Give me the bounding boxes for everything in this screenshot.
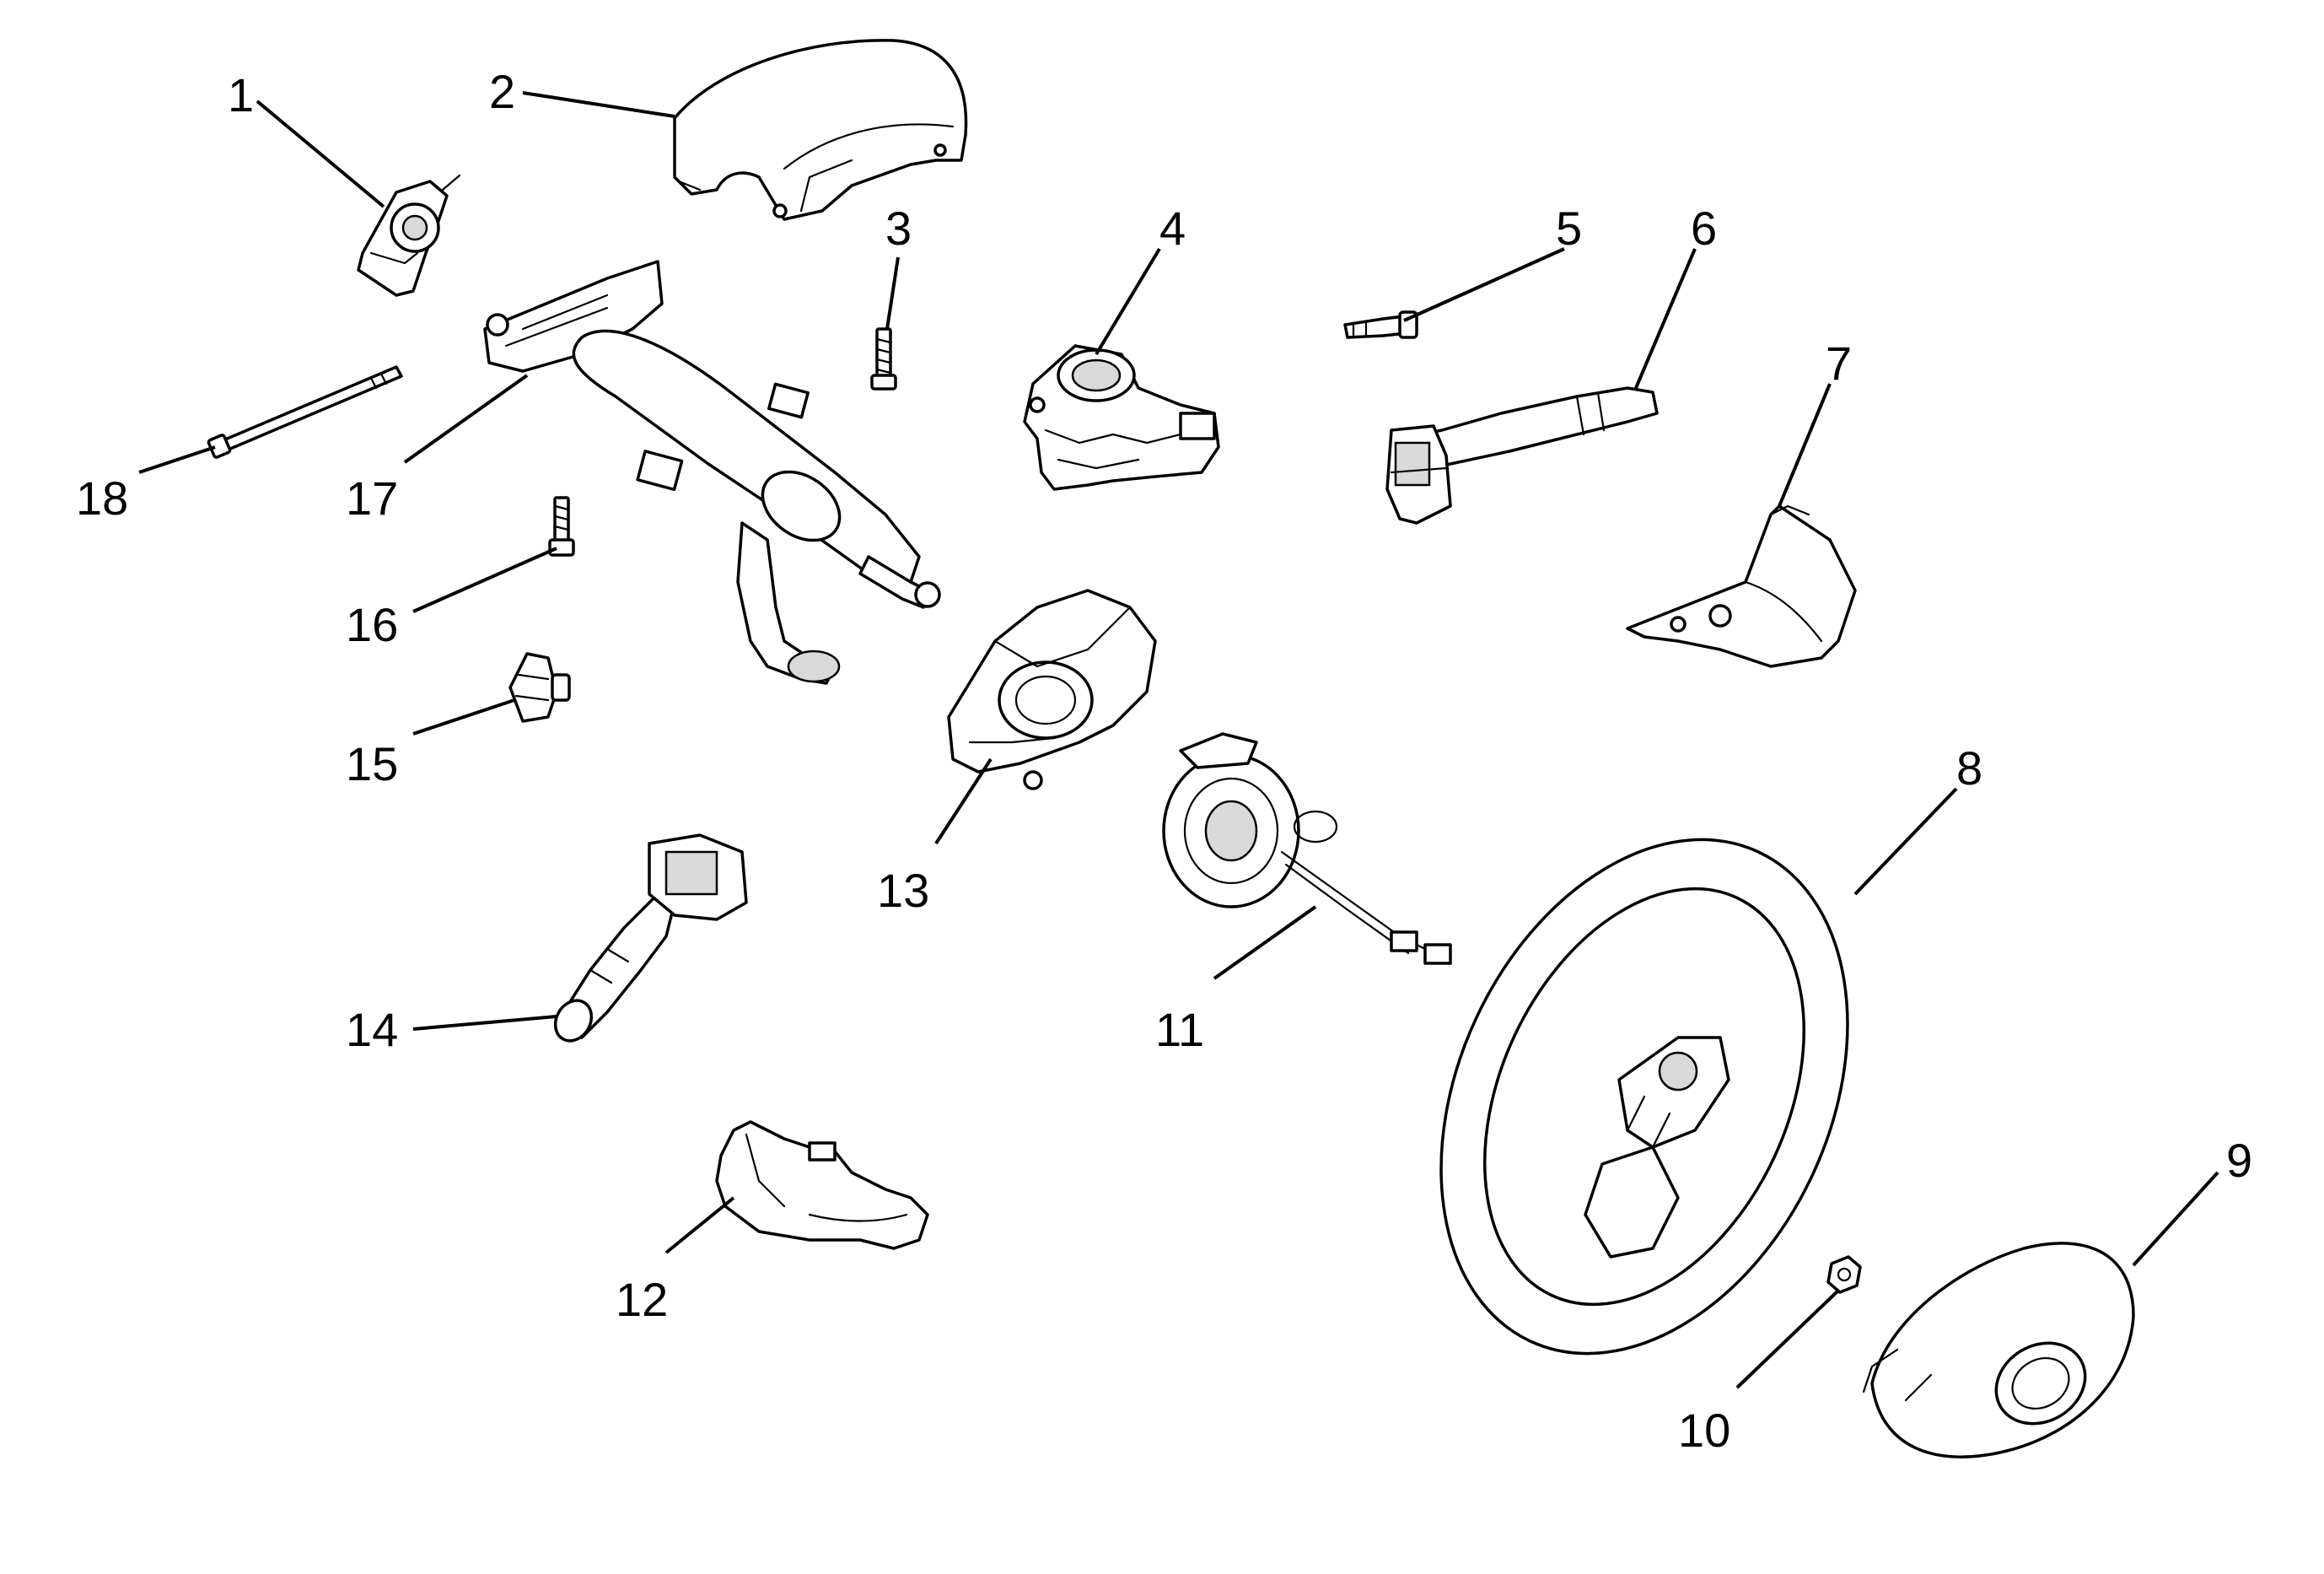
part-7-lower-trim [1626, 504, 1857, 668]
leader-lines [138, 91, 2219, 1389]
callout-11: 11 [1155, 1003, 1204, 1056]
part-9-airbag-module [1862, 1242, 2135, 1458]
leader-18 [138, 445, 216, 474]
part-4-ignition-housing [1023, 344, 1220, 491]
callout-14: 14 [346, 1003, 398, 1056]
callout-4: 4 [1159, 202, 1186, 255]
callout-15: 15 [346, 737, 398, 790]
callout-1: 1 [228, 68, 254, 121]
callout-7: 7 [1826, 337, 1852, 390]
part-1-sensor-bracket [357, 174, 461, 297]
part-18-long-bolt [207, 365, 403, 459]
part-10-nut [1826, 1255, 1862, 1294]
part-14-lever-switch [553, 833, 748, 1043]
leader-16 [412, 547, 557, 613]
leader-1 [256, 100, 385, 208]
callout-18: 18 [76, 472, 128, 525]
leader-4 [1095, 247, 1161, 356]
part-11-clock-spring [1162, 732, 1452, 965]
leader-10 [1735, 1289, 1840, 1389]
callout-numbers: 1 2 3 4 5 6 7 8 9 10 11 12 13 14 15 16 1… [76, 65, 2252, 1457]
leader-12 [664, 1196, 735, 1254]
leader-11 [1213, 905, 1317, 980]
leader-17 [403, 374, 529, 464]
leader-14 [412, 1015, 557, 1031]
callout-13: 13 [877, 864, 929, 917]
callout-3: 3 [885, 202, 912, 255]
part-6-lever-switch [1385, 386, 1659, 525]
leader-13 [934, 757, 993, 845]
callout-9: 9 [2226, 1134, 2252, 1187]
callout-17: 17 [346, 472, 398, 525]
part-17-steering-column [483, 260, 941, 685]
callout-8: 8 [1956, 741, 1982, 795]
callout-16: 16 [346, 598, 398, 651]
callout-12: 12 [616, 1273, 668, 1326]
part-12-lower-cover [715, 1120, 929, 1250]
part-13-switch-housing [947, 589, 1157, 790]
callout-2: 2 [489, 65, 515, 118]
leader-6 [1634, 248, 1697, 389]
callout-5: 5 [1556, 202, 1582, 255]
part-5-pin [1343, 310, 1418, 339]
leader-9 [2132, 1171, 2219, 1267]
leader-15 [412, 698, 515, 736]
leader-3 [885, 256, 900, 330]
callout-6: 6 [1691, 202, 1717, 255]
part-3-bolt [870, 327, 897, 391]
leader-8 [1853, 787, 1958, 896]
part-16-bolt [548, 496, 575, 557]
leader-7 [1778, 383, 1832, 507]
part-15-sensor [508, 652, 571, 723]
leader-2 [522, 91, 675, 118]
callout-10: 10 [1678, 1404, 1730, 1457]
part-2-upper-cover [673, 39, 968, 221]
part-8-steering-wheel [1439, 838, 1849, 1356]
leader-5 [1403, 247, 1565, 322]
